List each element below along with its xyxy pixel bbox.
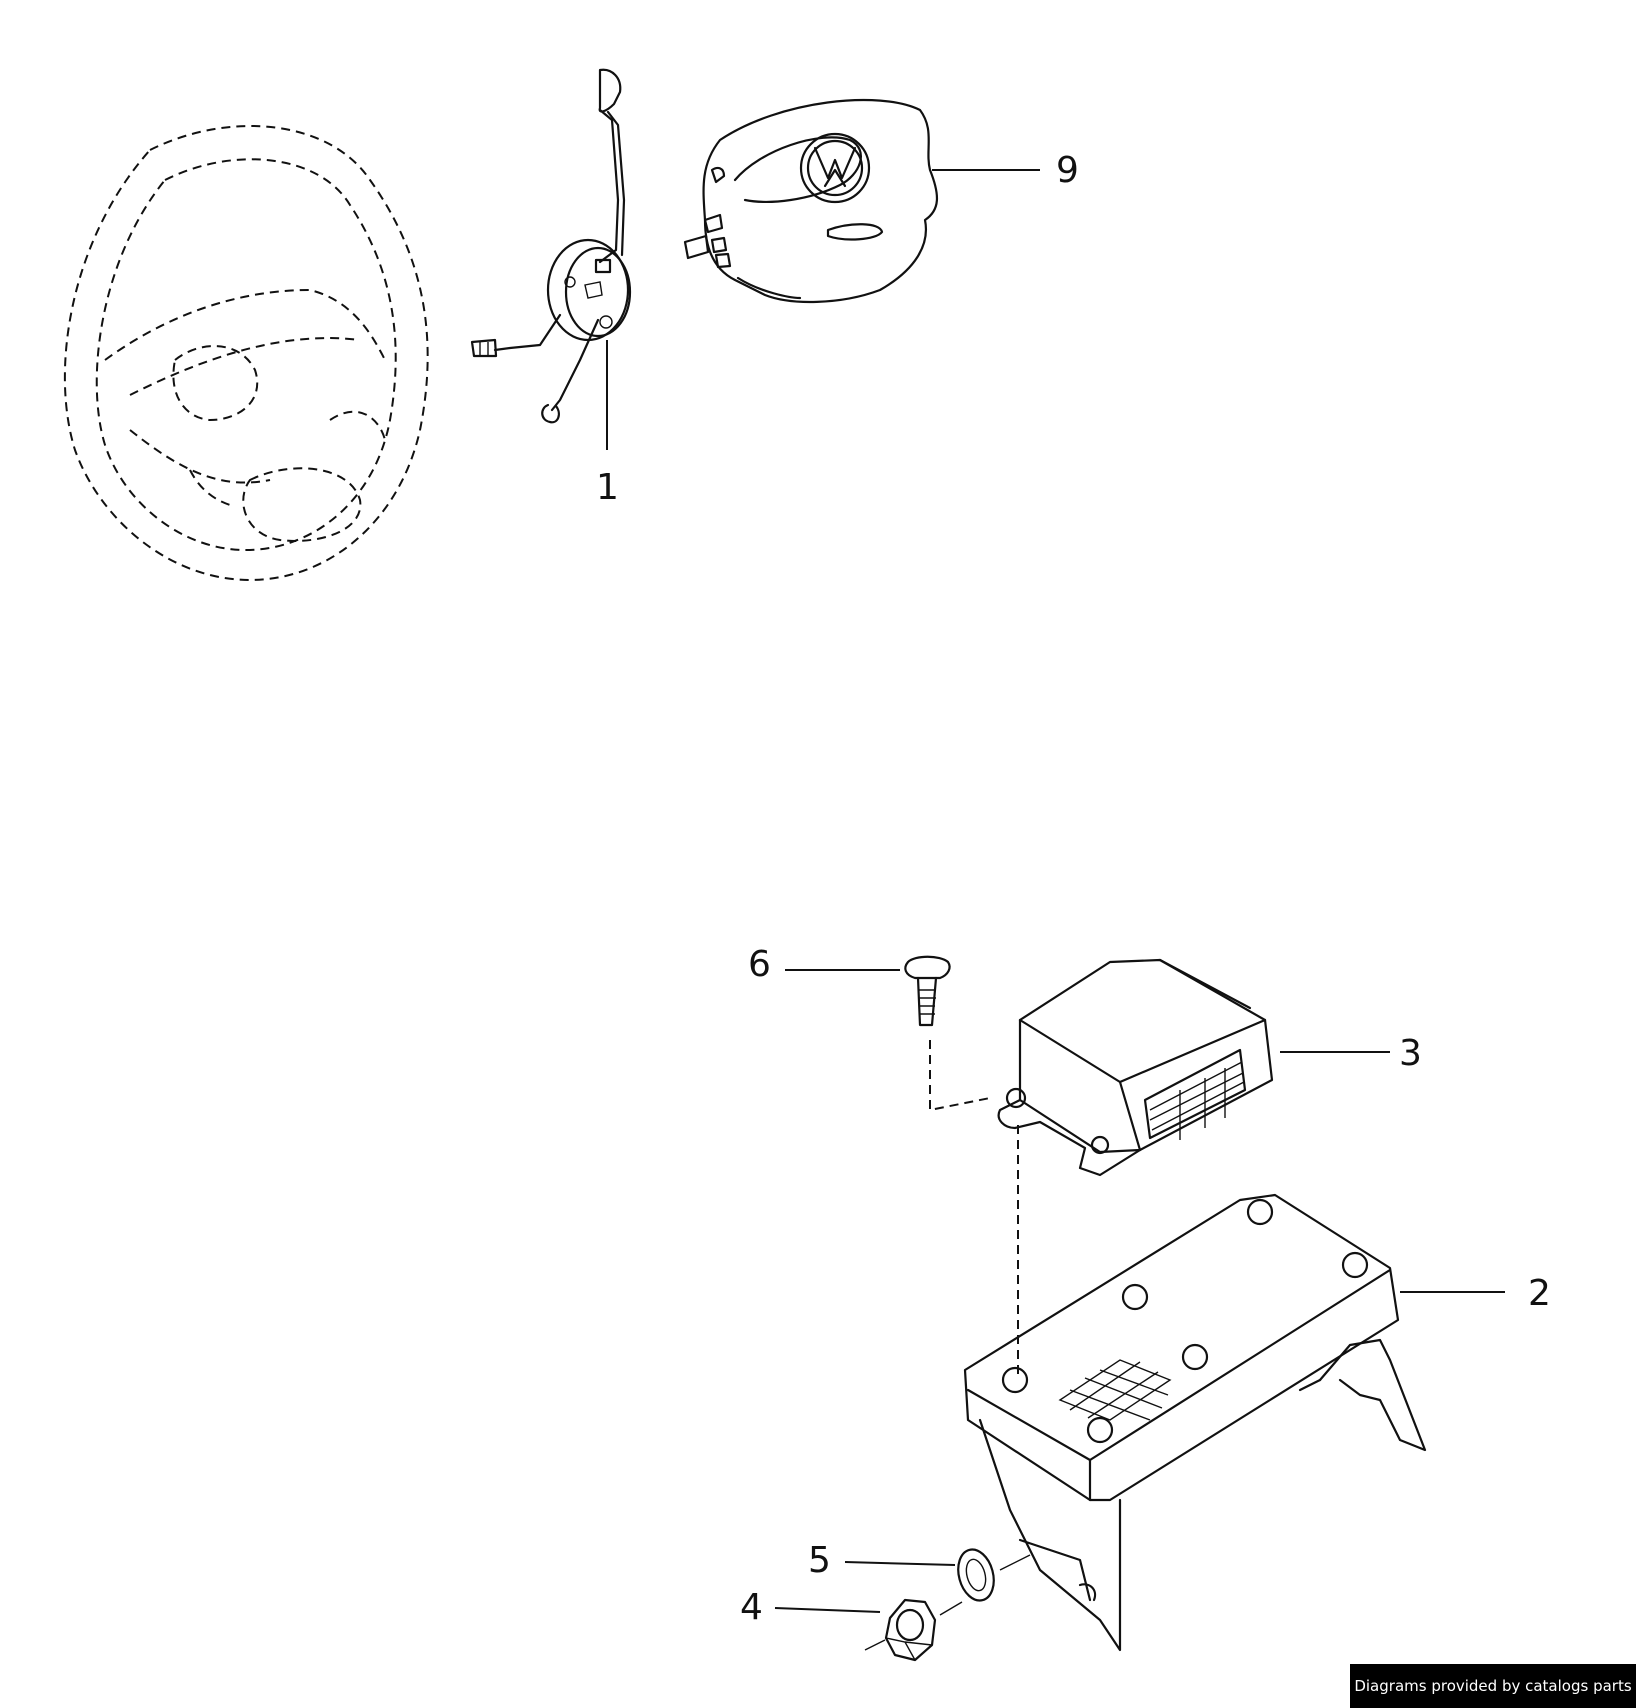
driver-airbag-module-icon — [683, 98, 1040, 304]
credit-badge: Diagrams provided by catalogs parts — [1350, 1664, 1636, 1708]
callout-9: 9 — [1056, 150, 1079, 191]
airbag-control-unit-icon — [997, 958, 1390, 1177]
callout-1: 1 — [596, 467, 619, 508]
washer-icon — [844, 1548, 1031, 1602]
callout-5: 5 — [808, 1540, 831, 1581]
steering-wheel-outline-icon — [63, 125, 429, 582]
credit-text: Diagrams provided by catalogs parts — [1354, 1677, 1632, 1695]
callout-4: 4 — [740, 1587, 763, 1628]
bolt-icon — [785, 955, 991, 1112]
control-unit-bracket-icon — [963, 1193, 1505, 1652]
callout-2: 2 — [1528, 1273, 1551, 1314]
callout-3: 3 — [1399, 1033, 1422, 1074]
callout-6: 6 — [748, 944, 771, 985]
clock-spring-slip-ring-icon — [470, 68, 632, 450]
hex-nut-icon — [774, 1598, 963, 1662]
